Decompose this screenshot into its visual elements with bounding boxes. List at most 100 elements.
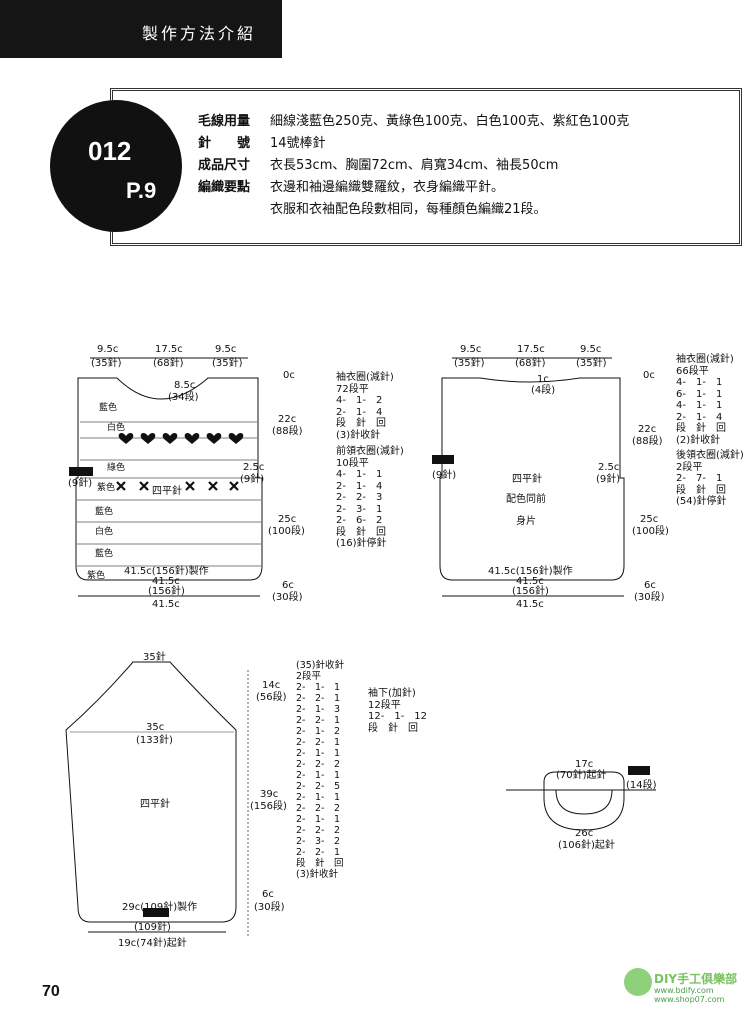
front-side-st: (9針) [240, 472, 264, 485]
front-side-cm: 2.5c [243, 462, 264, 473]
watermark-text: DIY手工俱樂部 [654, 972, 738, 986]
back-body: 25c [640, 514, 658, 525]
back-rib: 6c [644, 580, 656, 591]
info-value: 細線淺藍色250克、黃綠色100克、白色100克、紫紅色100克 [270, 114, 630, 129]
front-top-st-3: (35針) [212, 356, 243, 369]
front-armhole-rows: (88段) [272, 424, 303, 437]
info-value: 衣邊和袖邊編織雙羅紋，衣身編織平針。 [270, 180, 505, 195]
front-width-2: 41.5c [152, 599, 180, 610]
info-row-yarn: 毛線用量 細線淺藍色250克、黃綠色100克、白色100克、紫紅色100克 [198, 110, 629, 129]
front-rib-rows: (30段) [272, 590, 303, 603]
sleeve-length: 39c [260, 789, 278, 800]
page-number: 70 [42, 983, 60, 1000]
collar-rows: (14段) [626, 778, 657, 791]
front-armhole: 22c [278, 414, 296, 425]
back-top-st-1: (35針) [454, 356, 485, 369]
sleeve-cast-on: 29c(109針)製作 [122, 900, 197, 913]
collar-bottom: 26c [575, 828, 593, 839]
back-body-rows: (100段) [632, 524, 669, 537]
front-rib: 6c [282, 580, 294, 591]
watermark-url: www.bdify.com www.shop07.com [654, 986, 725, 1004]
collar-outer [543, 771, 625, 831]
front-stripe-4: 紫色 [97, 481, 115, 493]
back-marker [432, 455, 454, 464]
sleeve-length-rows: (156段) [250, 799, 287, 812]
front-marker [69, 467, 93, 476]
info-row-points-2: 衣服和衣袖配色段數相同，每種顏色編織21段。 [198, 198, 547, 217]
collar-top-st: (70針)起針 [556, 768, 607, 781]
watermark: DIY手工俱樂部 www.bdify.com www.shop07.com [624, 966, 744, 1010]
sleeve-bottom-st: (109針) [134, 920, 171, 933]
front-outline [75, 377, 263, 581]
back-left-side-st: (9針) [432, 468, 456, 481]
front-top-width-3: 9.5c [215, 344, 236, 355]
back-armhole: 22c [638, 424, 656, 435]
sleeve-outline [65, 661, 237, 923]
info-label: 成品尺寸 [198, 158, 251, 173]
front-body-rows: (100段) [268, 524, 305, 537]
front-body: 25c [278, 514, 296, 525]
back-width-1: 41.5c [516, 576, 544, 587]
back-neck-drop: 1c [537, 374, 549, 385]
back-rib-rows: (30段) [634, 590, 665, 603]
back-center-1: 四平針 [512, 472, 542, 485]
front-stripe-3: 綠色 [107, 461, 125, 473]
back-cast-on: 41.5c(156針)製作 [488, 564, 573, 577]
sleeve-cap: 14c [262, 680, 280, 691]
back-top-width-3: 9.5c [580, 344, 601, 355]
front-sleeve-note: 袖衣圈(減針) 72段平 4- 1- 2 2- 1- 4 段 針 回 (3)針收… [336, 372, 394, 441]
header-title: 製作方法介紹 [142, 24, 257, 43]
sleeve-stitch-label: 四平針 [140, 797, 170, 810]
collar-top: 17c [575, 759, 593, 770]
info-label: 編織要點 [198, 180, 251, 195]
front-neck-drop: 8.5c [174, 380, 195, 391]
back-top-width-1: 9.5c [460, 344, 481, 355]
front-top-width-2: 17.5c [155, 344, 183, 355]
sleeve-cap-rows: (56段) [256, 690, 287, 703]
back-top-st-2: (68針) [515, 356, 546, 369]
front-neck-note: 前領衣圈(減針) 10段平 4- 1- 1 2- 1- 4 2- 2- 3 2-… [336, 446, 404, 549]
info-value: 衣服和衣袖配色段數相同，每種顏色編織21段。 [270, 202, 547, 217]
back-neck-drop-rows: (4段) [531, 383, 555, 396]
sleeve-rib: 6c [262, 889, 274, 900]
front-stripe-1: 藍色 [99, 401, 117, 413]
back-outline [439, 377, 625, 581]
back-zero: 0c [643, 370, 655, 381]
front-cast-on: 41.5c(156針)製作 [124, 564, 209, 577]
front-top-width-1: 9.5c [97, 344, 118, 355]
info-label: 毛線用量 [198, 114, 251, 129]
back-center-2: 配色同前 [506, 492, 546, 505]
front-stitch-label: 四平針 [152, 484, 182, 497]
sleeve-width-cm: 35c [146, 722, 164, 733]
sleeve-marker [143, 908, 169, 917]
sleeve-piece [65, 661, 249, 936]
front-heart-motifs [118, 432, 244, 444]
info-row-points: 編織要點 衣邊和袖邊編織雙羅紋，衣身編織平針。 [198, 176, 504, 195]
front-top-st-1: (35針) [91, 356, 122, 369]
front-stripe-6: 白色 [95, 525, 113, 537]
sleeve-start: 19c(74針)起針 [118, 936, 187, 949]
info-label: 針 號 [198, 136, 251, 151]
front-zero: 0c [283, 370, 295, 381]
front-left-side-st: (9針) [68, 476, 92, 489]
sleeve-top: 35針 [143, 650, 166, 663]
front-stripe-5: 藍色 [95, 505, 113, 517]
back-sleeve-note: 袖衣圈(減針) 66段平 4- 1- 1 6- 1- 1 4- 1- 1 2- … [676, 354, 734, 446]
back-top-width-2: 17.5c [517, 344, 545, 355]
front-top-st-2: (68針) [153, 356, 184, 369]
back-armhole-rows: (88段) [632, 434, 663, 447]
front-neck-drop-rows: (34段) [168, 390, 199, 403]
front-cross-motifs [116, 481, 239, 491]
front-stripe-2: 白色 [107, 421, 125, 433]
pattern-badge [50, 100, 182, 232]
info-value: 14號棒針 [270, 136, 326, 151]
collar-inner [555, 789, 613, 815]
front-width-st: (156針) [148, 584, 185, 597]
pattern-number: 012 [88, 136, 132, 166]
collar-bottom-st: (106針)起針 [558, 838, 615, 851]
collar-marker [628, 766, 650, 775]
info-value: 衣長53cm、胸圍72cm、肩寬34cm、袖長50cm [270, 158, 559, 173]
sleeve-width-st: (133針) [136, 733, 173, 746]
back-width-2: 41.5c [516, 599, 544, 610]
